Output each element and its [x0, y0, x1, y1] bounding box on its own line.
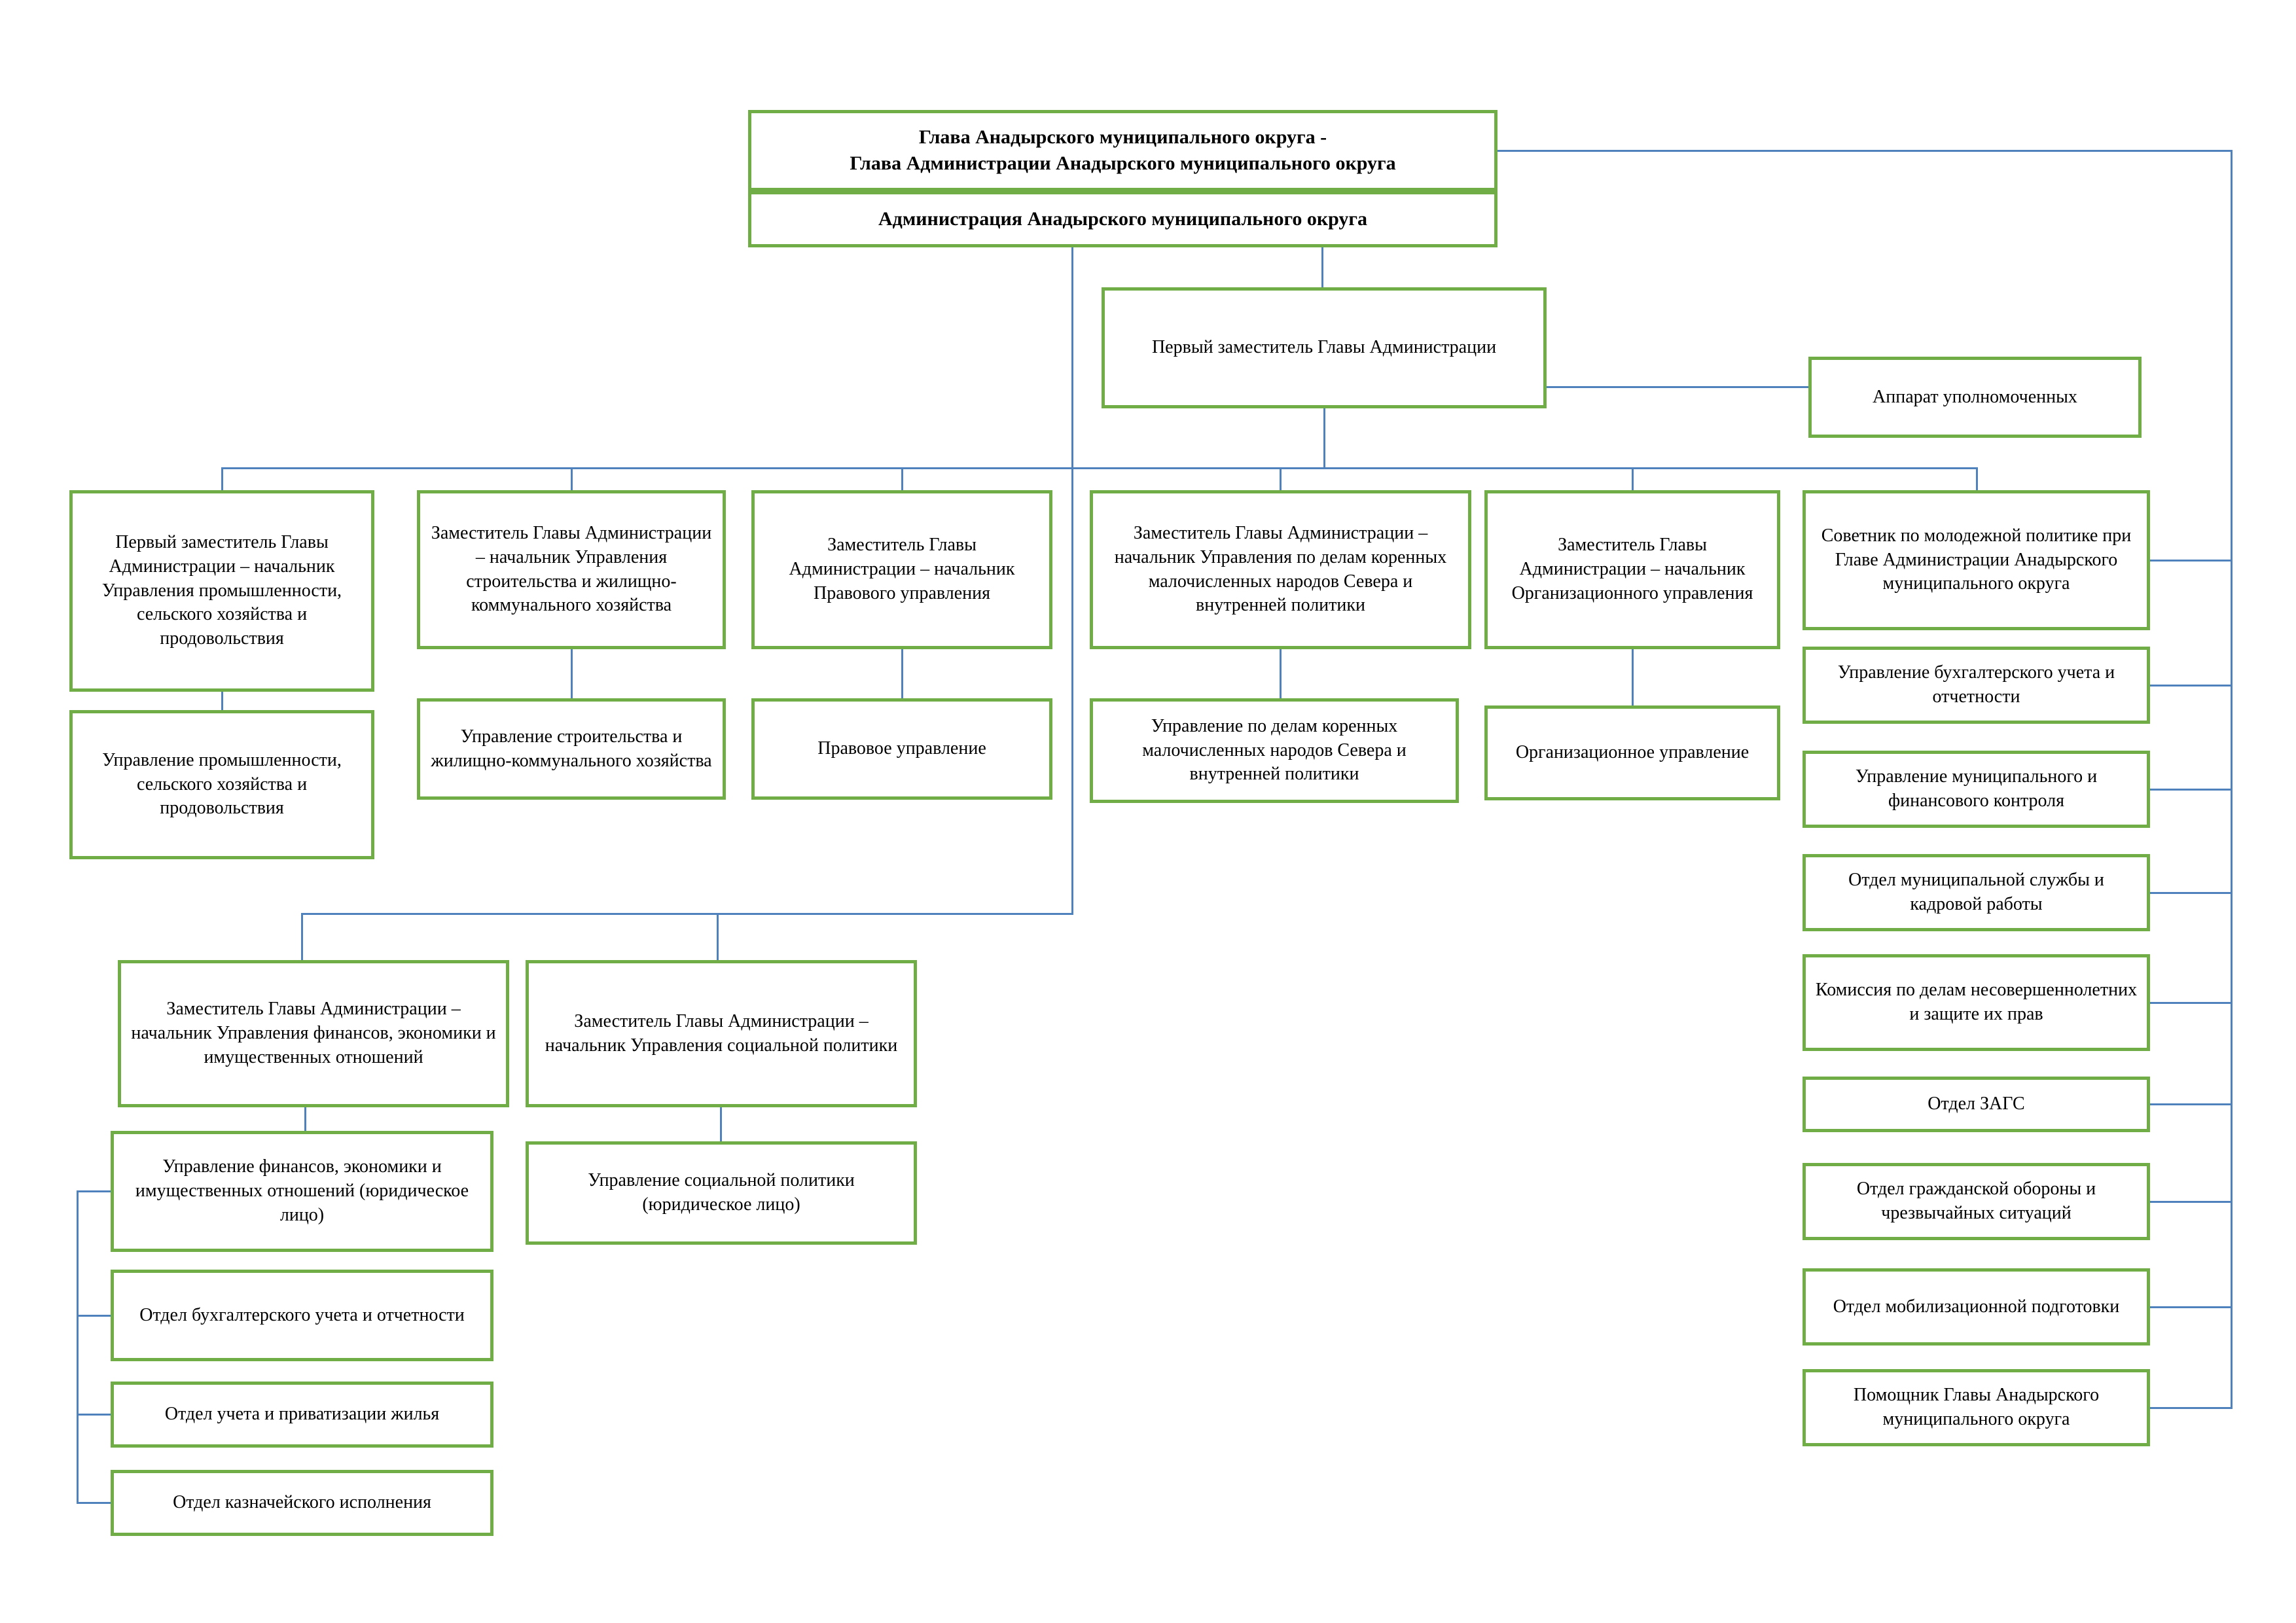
- connector-line: [221, 467, 223, 492]
- connector-line: [1632, 649, 1634, 707]
- connector-line: [2231, 150, 2233, 1409]
- node-first-deputy: Первый заместитель Главы Администрации: [1102, 287, 1547, 408]
- connector-line: [2150, 1103, 2233, 1105]
- node-dept-housing: Отдел учета и приватизации жилья: [111, 1382, 493, 1448]
- connector-line: [221, 467, 1978, 469]
- node-dir-org: Организационное управление: [1484, 705, 1780, 800]
- connector-line: [77, 1190, 79, 1504]
- connector-line: [2150, 789, 2233, 791]
- node-dir-legal: Правовое управление: [751, 698, 1052, 800]
- connector-line: [1071, 247, 1073, 915]
- connector-line: [1321, 247, 1323, 287]
- connector-line: [1976, 467, 1978, 492]
- node-administration: Администрация Анадырского муниципального…: [748, 191, 1498, 247]
- connector-line: [2150, 1201, 2233, 1203]
- connector-line: [1498, 150, 2233, 152]
- connector-line: [2150, 892, 2233, 894]
- node-dir-indigenous: Управление по делам коренных малочисленн…: [1090, 698, 1459, 803]
- connector-line: [77, 1502, 111, 1504]
- connector-line: [1632, 467, 1634, 492]
- connector-line: [571, 467, 573, 492]
- node-dir-industry: Управление промышленности, сельского хоз…: [69, 710, 374, 859]
- node-deputy-indigenous: Заместитель Главы Администрации – началь…: [1090, 490, 1471, 649]
- connector-line: [2150, 685, 2233, 687]
- node-dept-mobilization: Отдел мобилизационной подготовки: [1803, 1268, 2150, 1346]
- node-dept-civil-defense: Отдел гражданской обороны и чрезвычайных…: [1803, 1163, 2150, 1240]
- connector-line: [77, 1190, 111, 1192]
- node-dir-finance: Управление финансов, экономики и имущест…: [111, 1131, 493, 1252]
- connector-line: [221, 692, 223, 712]
- connector-line: [2150, 1306, 2233, 1308]
- node-apparatus: Аппарат уполномоченных: [1808, 357, 2142, 438]
- connector-line: [571, 649, 573, 700]
- connector-line: [77, 1414, 111, 1416]
- connector-line: [301, 913, 303, 962]
- node-dir-accounting: Управление бухгалтерского учета и отчетн…: [1803, 647, 2150, 724]
- connector-line: [1547, 386, 1808, 388]
- node-assistant: Помощник Главы Анадырского муниципальног…: [1803, 1369, 2150, 1446]
- node-deputy-legal: Заместитель Главы Администрации – началь…: [751, 490, 1052, 649]
- connector-line: [1280, 467, 1282, 492]
- connector-line: [2150, 560, 2233, 562]
- connector-line: [1323, 408, 1325, 469]
- connector-line: [304, 1107, 306, 1133]
- connector-line: [301, 913, 1073, 915]
- connector-line: [1280, 649, 1282, 700]
- node-minors-commission: Комиссия по делам несовершеннолетних и з…: [1803, 954, 2150, 1051]
- node-dept-zags: Отдел ЗАГС: [1803, 1077, 2150, 1132]
- node-advisor-youth: Советник по молодежной политике при Глав…: [1803, 490, 2150, 630]
- node-dept-civil-service: Отдел муниципальной службы и кадровой ра…: [1803, 854, 2150, 931]
- node-deputy-finance: Заместитель Главы Администрации – началь…: [118, 960, 509, 1107]
- connector-line: [717, 913, 719, 962]
- connector-line: [2150, 1407, 2233, 1409]
- connector-line: [77, 1315, 111, 1317]
- connector-line: [901, 649, 903, 700]
- node-dept-accounting: Отдел бухгалтерского учета и отчетности: [111, 1270, 493, 1361]
- node-deputy-social: Заместитель Главы Администрации – началь…: [526, 960, 917, 1107]
- node-deputy-industry: Первый заместитель Главы Администрации –…: [69, 490, 374, 692]
- node-head: Глава Анадырского муниципального округа …: [748, 110, 1498, 191]
- node-dir-construction: Управление строительства и жилищно-комму…: [417, 698, 726, 800]
- node-deputy-org: Заместитель Главы Администрации – началь…: [1484, 490, 1780, 649]
- node-dir-control: Управление муниципального и финансового …: [1803, 751, 2150, 828]
- node-dir-social: Управление социальной политики (юридичес…: [526, 1141, 917, 1245]
- connector-line: [720, 1107, 722, 1143]
- node-dept-treasury: Отдел казначейского исполнения: [111, 1470, 493, 1536]
- connector-line: [2150, 1002, 2233, 1004]
- node-deputy-construction: Заместитель Главы Администрации – началь…: [417, 490, 726, 649]
- connector-line: [901, 467, 903, 492]
